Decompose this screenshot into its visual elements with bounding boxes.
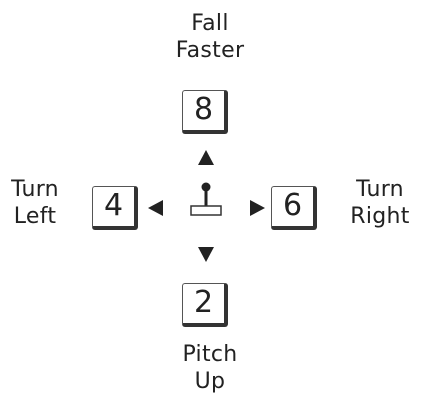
label-fall-faster-line2: Faster [175,38,245,63]
arrow-up-icon [198,150,214,165]
key-4: 4 [92,186,138,230]
label-fall-faster-line1: Fall [191,11,229,36]
label-turn-right: Turn Right [334,176,426,230]
label-turn-left-line2: Left [13,204,57,229]
label-fall-faster: Fall Faster [140,10,280,64]
joystick-icon [190,182,222,216]
label-pitch-up-line1: Pitch [182,342,238,367]
arrow-right-icon [250,200,265,216]
key-6: 6 [271,186,317,230]
key-8: 8 [182,90,228,134]
label-turn-right-line1: Turn [356,177,404,202]
label-pitch-up-line2: Up [194,369,226,394]
label-pitch-up: Pitch Up [140,341,280,395]
label-turn-right-line2: Right [350,204,410,229]
label-turn-left-line1: Turn [11,177,59,202]
key-2: 2 [182,283,228,327]
arrow-left-icon [148,200,163,216]
label-turn-left: Turn Left [0,176,70,230]
arrow-down-icon [198,247,214,262]
